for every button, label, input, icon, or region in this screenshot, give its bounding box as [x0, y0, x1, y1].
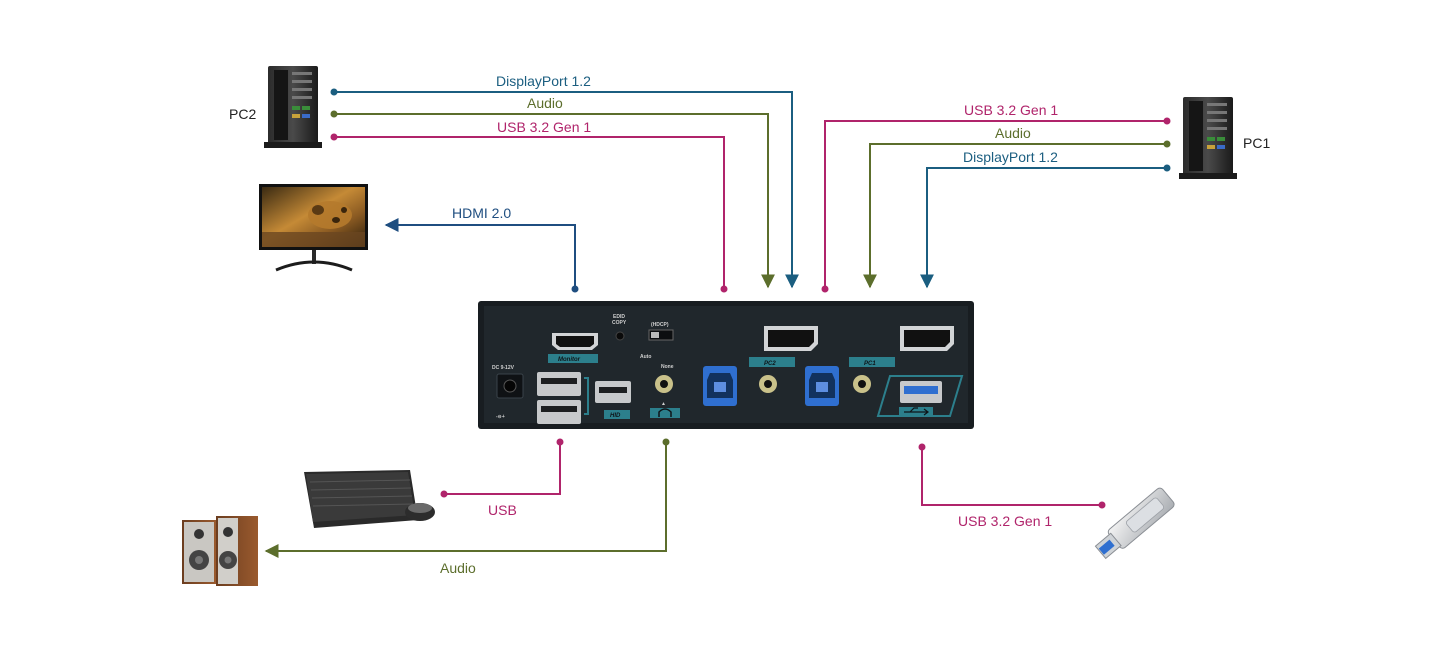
usb-drive-label: USB 3.2 Gen 1 [958, 513, 1052, 529]
pc1-label: PC1 [1243, 135, 1270, 151]
pc1-audio-label: Audio [995, 125, 1031, 141]
monitor-tag: Monitor [558, 357, 581, 363]
pc2-usb-label: USB 3.2 Gen 1 [497, 119, 591, 135]
pc1-tower-icon [1179, 97, 1237, 179]
pc1-usb-label: USB 3.2 Gen 1 [964, 102, 1058, 118]
hdmi-label: HDMI 2.0 [452, 205, 511, 221]
connection-endpoints [330, 88, 1171, 509]
hid-tag: HID [610, 413, 621, 419]
kvm-switch-rear-panel: DC 9-12V -⊖+ HID Monitor EDID COPY (HDCP… [478, 301, 974, 429]
copy-label: COPY [612, 320, 627, 326]
edid-label: EDID [613, 314, 625, 320]
pc1-tag: PC1 [864, 361, 876, 367]
hdcp-label: (HDCP) [651, 322, 669, 328]
usb-symbol-icon [904, 407, 929, 416]
hid-usb-ports [537, 372, 631, 424]
pc2-label: PC2 [229, 106, 256, 122]
monitor-icon [259, 184, 368, 272]
pc2-tower-icon [264, 66, 322, 148]
edid-copy-button[interactable] [615, 331, 625, 341]
hdcp-auto-label: Auto [640, 354, 651, 360]
speaker-audio-label: Audio [440, 560, 476, 576]
keyboard-mouse-icon [304, 470, 435, 528]
svg-text:▲: ▲ [661, 401, 666, 407]
hid-usb-label: USB [488, 502, 517, 518]
connection-lines [264, 91, 1167, 558]
dc-polarity-icon: -⊖+ [496, 414, 505, 420]
hdcp-switch[interactable] [648, 329, 674, 341]
pc2-displayport-label: DisplayPort 1.2 [496, 73, 591, 89]
usb-flash-drive-icon [1094, 487, 1175, 560]
speakers-icon [182, 516, 258, 586]
dc-input-label: DC 9-12V [492, 365, 515, 371]
headphones-icon [658, 408, 672, 417]
hdcp-none-label: None [661, 364, 674, 370]
pc1-displayport-label: DisplayPort 1.2 [963, 149, 1058, 165]
pc2-audio-label: Audio [527, 95, 563, 111]
pc2-tag: PC2 [764, 361, 776, 367]
